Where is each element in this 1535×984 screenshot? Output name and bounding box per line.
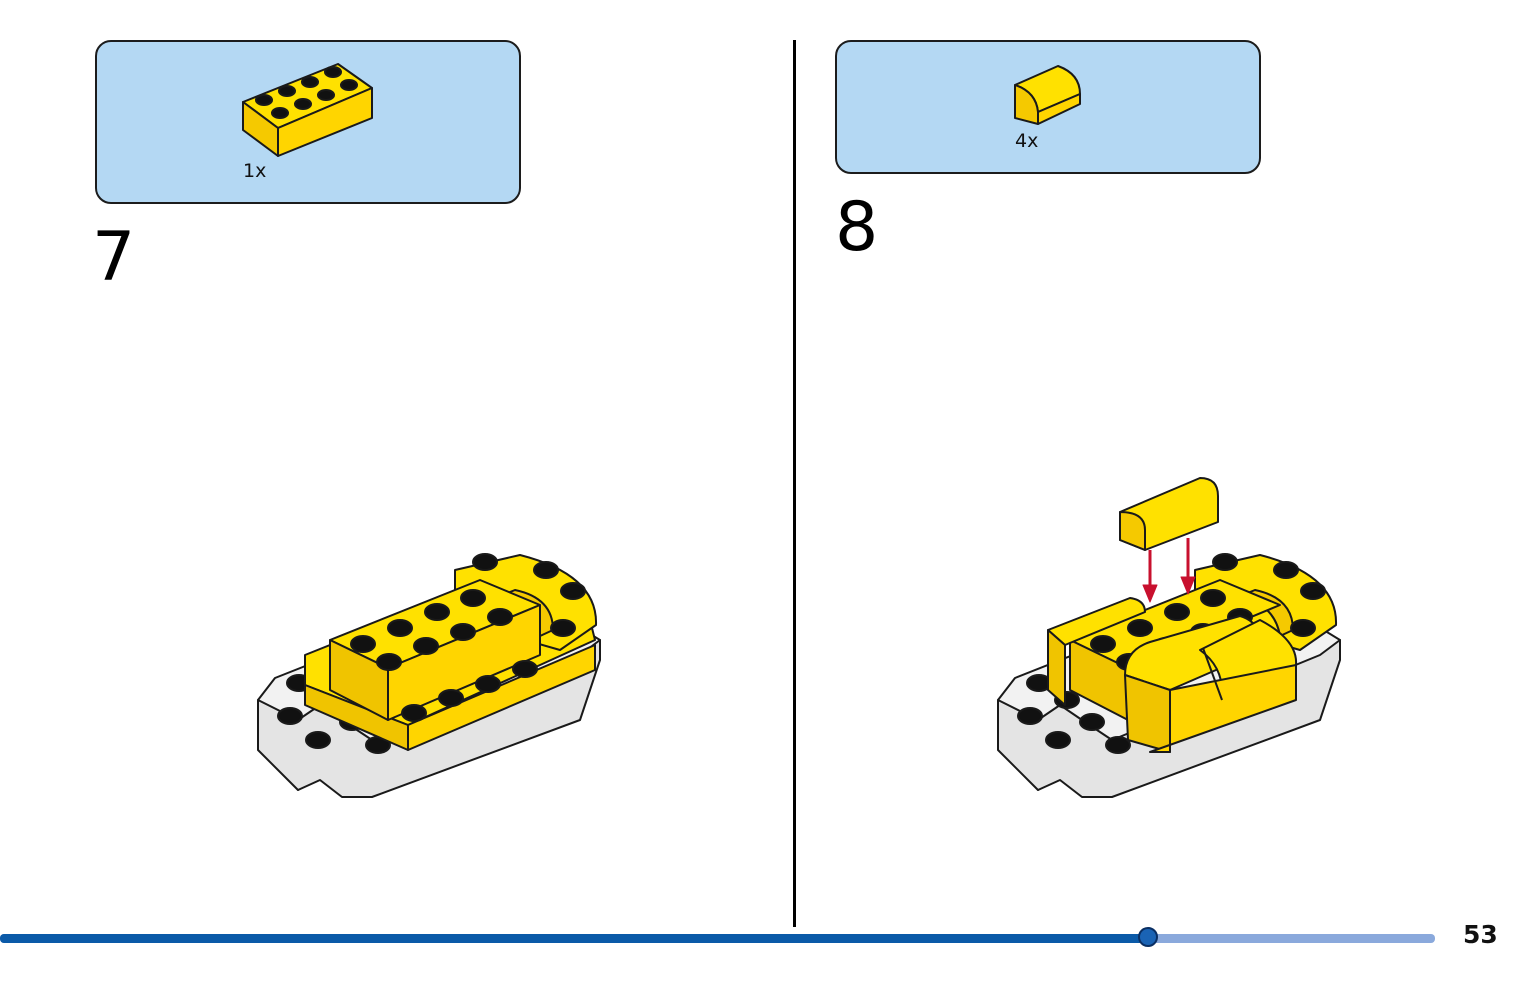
yellow-curved-slope-part-icon xyxy=(1014,65,1081,125)
step-number-8: 8 xyxy=(835,188,879,267)
page-number: 53 xyxy=(1463,920,1498,949)
page-divider xyxy=(793,40,796,927)
step-number-7: 7 xyxy=(92,218,136,297)
page-progress-bar[interactable] xyxy=(0,927,1435,947)
step-8-model xyxy=(997,553,1341,798)
progress-fill xyxy=(0,934,1148,943)
part-quantity: 4x xyxy=(1015,130,1039,152)
progress-knob[interactable] xyxy=(1138,927,1158,947)
yellow-2x4-brick-part-icon xyxy=(242,63,373,157)
floating-curved-slope xyxy=(1119,477,1219,551)
part-quantity: 1x xyxy=(243,160,267,182)
placement-arrow-icon xyxy=(1142,538,1196,603)
step-7-model xyxy=(257,553,601,798)
